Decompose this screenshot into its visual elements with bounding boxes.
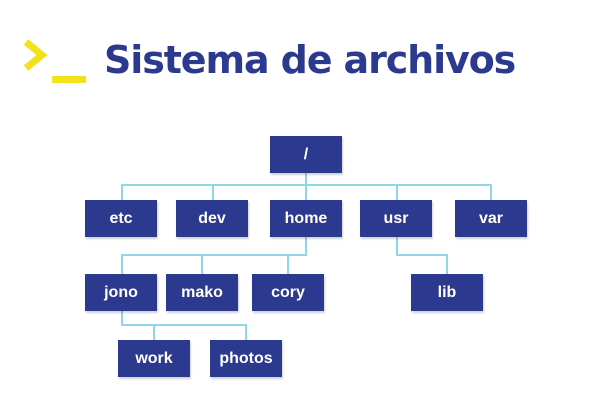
connector-jono-bar xyxy=(121,324,247,326)
connector-dev xyxy=(212,184,214,200)
node-jono: jono xyxy=(85,274,157,311)
connector-work xyxy=(153,324,155,340)
connector-lib xyxy=(446,254,448,274)
connector-home-bar xyxy=(121,254,307,256)
node-mako: mako xyxy=(166,274,238,311)
terminal-prompt-icon xyxy=(23,39,86,83)
connector-root-stem xyxy=(305,173,307,185)
page-title: Sistema de archivos xyxy=(104,38,516,82)
node-var: var xyxy=(455,200,527,237)
connector-home-stem xyxy=(305,237,307,255)
node-usr: usr xyxy=(360,200,432,237)
connector-mako xyxy=(201,254,203,274)
node-photos: photos xyxy=(210,340,282,377)
connector-jono xyxy=(121,254,123,274)
connector-usr xyxy=(396,184,398,200)
connector-jono-stem xyxy=(121,311,123,325)
node-home: home xyxy=(270,200,342,237)
connector-etc xyxy=(121,184,123,200)
node-work: work xyxy=(118,340,190,377)
node-root: / xyxy=(270,136,342,173)
connector-usr-stem xyxy=(396,237,398,255)
node-etc: etc xyxy=(85,200,157,237)
node-cory: cory xyxy=(252,274,324,311)
connector-cory xyxy=(287,254,289,274)
connector-usr-bar xyxy=(396,254,448,256)
connector-var xyxy=(490,184,492,200)
node-lib: lib xyxy=(411,274,483,311)
connector-home xyxy=(305,184,307,200)
node-dev: dev xyxy=(176,200,248,237)
connector-photos xyxy=(245,324,247,340)
